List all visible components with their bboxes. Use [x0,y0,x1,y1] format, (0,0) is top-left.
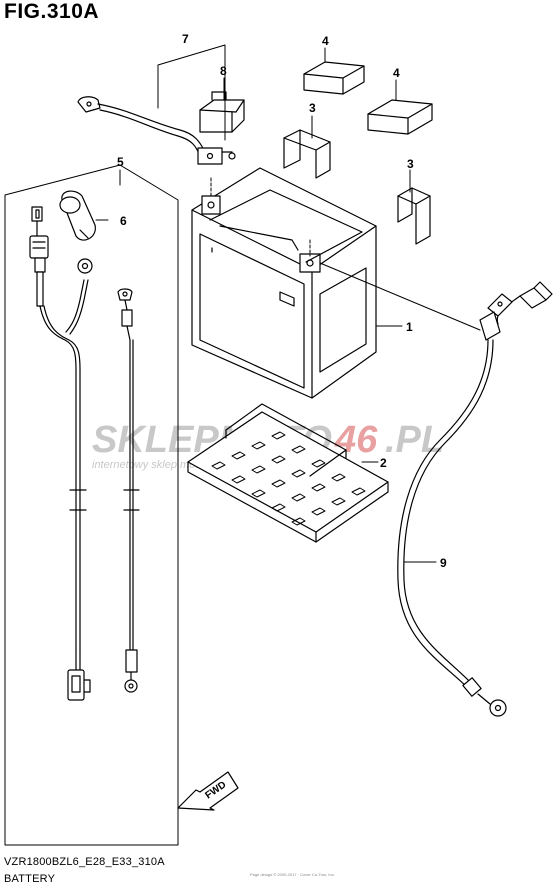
positive-cable [77,96,236,165]
harness-assembly [29,206,93,701]
harness-group-box [4,164,179,846]
watermark-brand-domain: .PL [385,419,444,461]
battery-pad-side [367,99,433,135]
callout-3a: 3 [309,101,316,115]
callout-4b: 4 [393,66,400,80]
section-name: BATTERY [4,873,56,885]
ground-lead [117,288,140,693]
watermark-brand-number: 46 [334,419,378,461]
fine-print: Page design © 2000-2017 · Cover Co-Trus,… [250,872,335,877]
callout-8: 8 [220,64,227,78]
fuse-holder [199,91,245,133]
model-code: VZR1800BZL6_E28_E33_310A [4,856,165,868]
battery-pad-top [303,61,365,95]
negative-cable [397,281,553,717]
callout-9: 9 [440,556,447,570]
callout-4a: 4 [322,34,329,48]
battery [191,167,377,399]
battery-holder-bracket-b [397,187,431,245]
battery-holder-bracket-a [283,129,331,179]
leader-7 [157,44,226,141]
callout-6: 6 [120,214,127,228]
leader-terminal-cable9 [319,262,481,331]
callout-1: 1 [406,320,413,334]
callout-5: 5 [117,155,124,169]
forward-direction-arrow [177,771,239,811]
callout-3b: 3 [407,157,414,171]
figure-title: FIG.310A [4,0,100,23]
callout-7: 7 [182,32,189,46]
battery-terminal-cap [59,190,109,241]
callouts: 1 2 3 3 4 4 5 6 7 8 9 FWD [117,32,447,801]
battery-tray [187,403,389,543]
callout-2: 2 [380,456,387,470]
